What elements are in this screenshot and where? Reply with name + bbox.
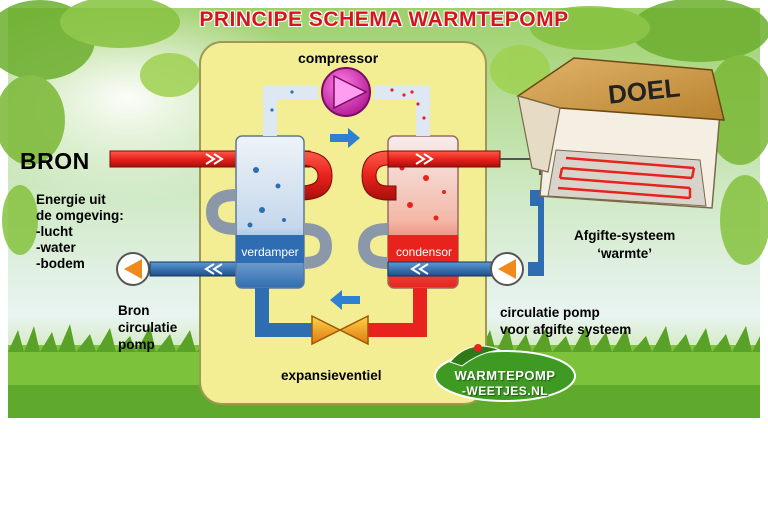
gas-line-dots-cold	[270, 90, 294, 112]
foliage	[0, 0, 768, 265]
circulatie-pomp-line: voor afgifte systeem	[500, 322, 632, 337]
bron-pump-label: Bron circulatie pomp	[118, 302, 177, 353]
circulatie-pomp-line: circulatie pomp	[500, 305, 600, 320]
flow-chevrons	[204, 153, 434, 275]
logo-text-line2: -WEETJES.NL	[461, 384, 549, 398]
energie-line: -lucht	[36, 224, 73, 239]
bron-pump-icon	[116, 252, 150, 286]
circulatie-pomp-label: circulatie pomp voor afgifte systeem	[500, 304, 631, 338]
afgifte-line: Afgifte-systeem	[574, 228, 676, 243]
compressor-label: compressor	[298, 50, 379, 66]
energie-line: -bodem	[36, 256, 85, 271]
condensor-label: condensor	[395, 245, 453, 259]
energie-line: Energie uit	[36, 192, 106, 207]
expansion-valve	[311, 314, 369, 346]
house	[516, 57, 725, 209]
afgifte-line: ‘warmte’	[597, 246, 653, 261]
flow-arrow-right	[330, 128, 360, 148]
evaporator-coil	[205, 189, 333, 269]
bron-pump-line: pomp	[118, 337, 155, 352]
condensor-coil	[357, 223, 389, 269]
bron-pump-line: circulatie	[118, 320, 178, 335]
flow-arrow-left	[330, 290, 360, 310]
gas-line-dots	[390, 88, 426, 120]
afgifte-label: Afgifte-systeem ‘warmte’	[574, 227, 675, 263]
bron-pump-line: Bron	[118, 303, 150, 318]
energie-line: -water	[36, 240, 76, 255]
diagram-title: PRINCIPE SCHEMA WARMTEPOMP	[199, 8, 569, 31]
compressor	[321, 67, 371, 117]
gas-line	[263, 85, 430, 136]
liquid-line	[255, 288, 427, 337]
energie-label: Energie uit de omgeving: -lucht -water -…	[36, 192, 124, 272]
evaporator-tank	[235, 135, 305, 289]
bron-label: BRON	[20, 148, 90, 174]
logo-badge	[434, 344, 576, 402]
expansieventiel-label: expansieventiel	[281, 368, 382, 383]
logo-text-line1: WARMTEPOMP	[454, 368, 556, 383]
energie-line: de omgeving:	[36, 208, 124, 223]
afgifte-pump-icon	[490, 252, 524, 286]
verdamper-label: verdamper	[241, 245, 299, 259]
